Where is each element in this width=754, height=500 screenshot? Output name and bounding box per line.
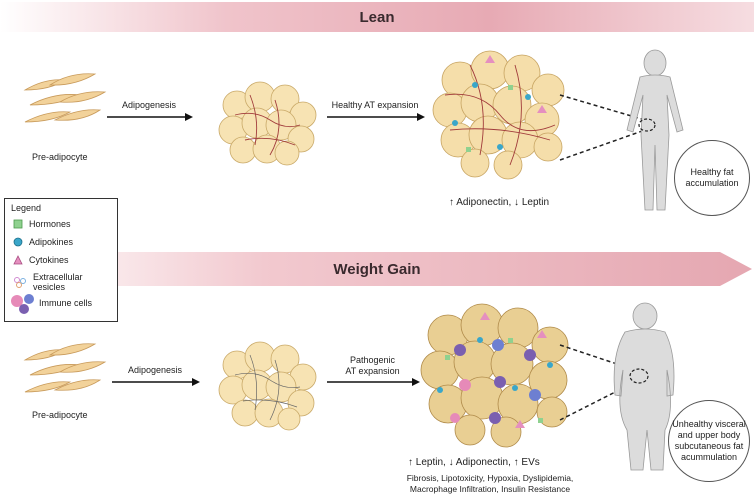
lean-adipogenesis-label: Adipogenesis xyxy=(121,100,177,110)
gain-pathogenic-adipose-tissue xyxy=(420,303,569,448)
legend-hormones: Hormones xyxy=(13,219,71,229)
lean-adipocyte-cluster xyxy=(218,81,317,166)
gain-adipogenesis-arrow xyxy=(112,378,200,386)
legend-adipokines: Adipokines xyxy=(13,237,73,247)
gain-markers: ↑ Leptin, ↓ Adiponectin, ↑ EVs xyxy=(408,457,540,468)
lean-expansion-label: Healthy AT expansion xyxy=(331,100,419,110)
lean-adipogenesis-arrow xyxy=(107,113,193,121)
lean-expanded-adipose-tissue xyxy=(432,50,565,180)
gain-preadipocyte-cells xyxy=(23,343,107,393)
gain-body-silhouette xyxy=(559,302,675,471)
lean-expansion-arrow xyxy=(327,113,425,121)
weight-gain-banner: Weight Gain xyxy=(0,252,754,286)
gain-preadipocyte-label: Pre-adipocyte xyxy=(32,410,88,420)
gain-expansion-arrow xyxy=(327,378,420,386)
weight-gain-banner-label: Weight Gain xyxy=(333,260,421,278)
legend-immune-cells: Immune cells xyxy=(9,291,92,315)
gain-consequences: Fibrosis, Lipotoxicity, Hypoxia, Dyslipi… xyxy=(406,473,574,494)
lean-preadipocyte-label: Pre-adipocyte xyxy=(32,152,88,162)
adipokine-icon xyxy=(13,237,23,247)
immune-cell-icon xyxy=(11,294,34,314)
unhealthy-fat-line2: and upper body xyxy=(677,430,741,440)
unhealthy-fat-line4: acummulation xyxy=(680,452,737,462)
lean-preadipocyte-cells xyxy=(23,73,107,123)
hormone-icon xyxy=(13,219,23,229)
unhealthy-fat-circle: Unhealthy visceral and upper body subcut… xyxy=(668,400,750,482)
legend-box: Legend Hormones Adipokines Cytokines Ext… xyxy=(4,198,118,322)
healthy-fat-circle: Healthy fat accumulation xyxy=(674,140,750,216)
lean-banner: Lean xyxy=(0,2,754,32)
healthy-fat-line1: Healthy fat xyxy=(690,167,734,177)
legend-extracellular-vesicles: Extracellular vesicles xyxy=(13,272,117,292)
legend-title: Legend xyxy=(11,203,42,213)
healthy-fat-line2: accumulation xyxy=(685,178,739,188)
legend-cytokines: Cytokines xyxy=(13,255,69,265)
lean-banner-label: Lean xyxy=(359,8,395,26)
unhealthy-fat-line3: subcutaneous fat xyxy=(674,441,744,451)
weight-gain-arrow-shape xyxy=(0,252,752,286)
unhealthy-fat-line1: Unhealthy visceral xyxy=(672,419,746,429)
lean-body-silhouette xyxy=(559,49,684,211)
gain-adipocyte-cluster xyxy=(218,341,317,431)
gain-expansion-label: Pathogenic AT expansion xyxy=(345,355,400,376)
vesicle-icon xyxy=(14,277,26,288)
lean-markers: ↑ Adiponectin, ↓ Leptin xyxy=(449,197,550,208)
gain-adipogenesis-label: Adipogenesis xyxy=(127,365,183,375)
cytokine-icon xyxy=(13,255,23,265)
